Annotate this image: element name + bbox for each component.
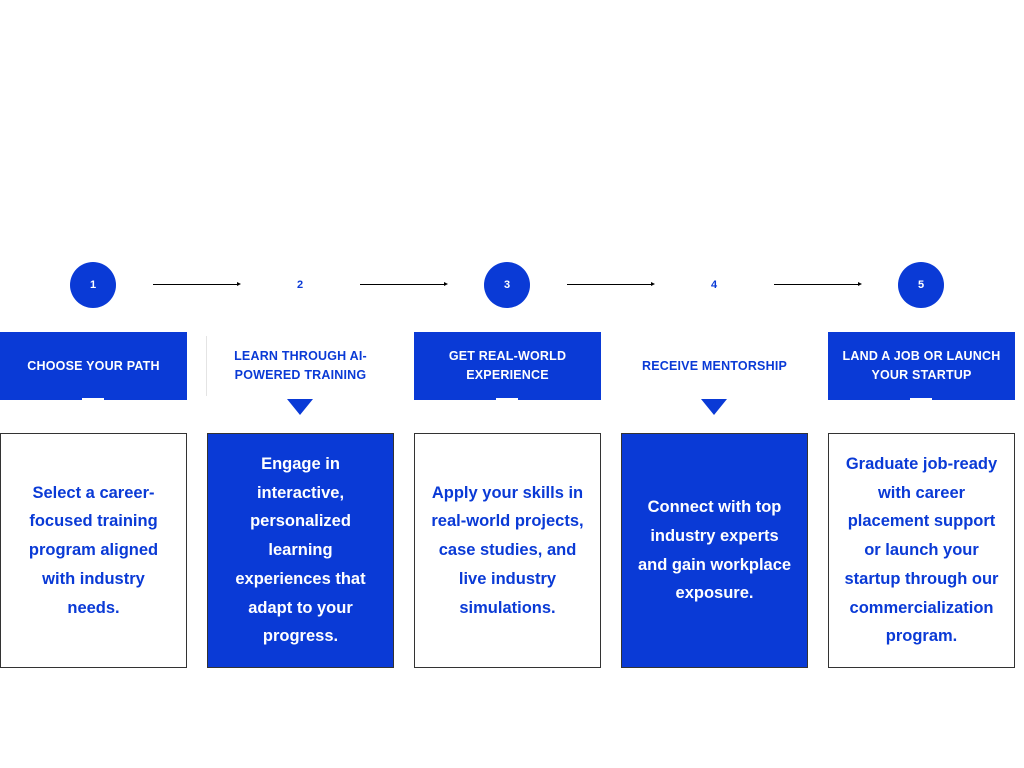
step-2-title: LEARN THROUGH AI-POWERED TRAINING [207, 332, 394, 400]
step-3-title-tick [496, 398, 518, 400]
step-4-card: Connect with top industry experts and ga… [621, 433, 808, 668]
step-5-title-tick [910, 398, 932, 400]
connector-arrow-2-3 [360, 282, 448, 286]
step-3-description: Apply your skills in real-world projects… [431, 483, 584, 617]
step-3-number: 3 [503, 279, 511, 291]
step-4-title: RECEIVE MENTORSHIP [621, 332, 808, 400]
step-4-number: 4 [710, 279, 718, 291]
step-1-description: Select a career-focused training program… [28, 483, 159, 617]
step-5-title: LAND A JOB OR LAUNCH YOUR STARTUP [828, 332, 1015, 400]
step-3-title: GET REAL-WORLD EXPERIENCE [414, 332, 601, 400]
step-4-number-circle: 4 [691, 262, 737, 308]
step-3-card: Apply your skills in real-world projects… [414, 433, 601, 668]
step-1-number: 1 [89, 279, 97, 291]
step-5-description: Graduate job-ready with career placement… [844, 455, 999, 646]
step-2-number: 2 [296, 279, 304, 291]
step-2-description: Engage in interactive, personalized lear… [235, 455, 366, 646]
divider-line [206, 336, 207, 396]
step-5-number: 5 [917, 279, 925, 291]
step-4-description: Connect with top industry experts and ga… [637, 498, 792, 603]
step-1-title-tick [82, 398, 104, 400]
step-1-card: Select a career-focused training program… [0, 433, 187, 668]
step-2-pointer-icon [287, 399, 313, 415]
step-5-number-circle: 5 [898, 262, 944, 308]
connector-arrow-1-2 [153, 282, 241, 286]
connector-arrow-4-5 [774, 282, 862, 286]
step-3-number-circle: 3 [484, 262, 530, 308]
step-5-card: Graduate job-ready with career placement… [828, 433, 1015, 668]
connector-arrow-3-4 [567, 282, 655, 286]
step-2-card: Engage in interactive, personalized lear… [207, 433, 394, 668]
step-2-number-circle: 2 [277, 262, 323, 308]
step-4-pointer-icon [701, 399, 727, 415]
step-1-number-circle: 1 [70, 262, 116, 308]
step-1-title: CHOOSE YOUR PATH [0, 332, 187, 400]
